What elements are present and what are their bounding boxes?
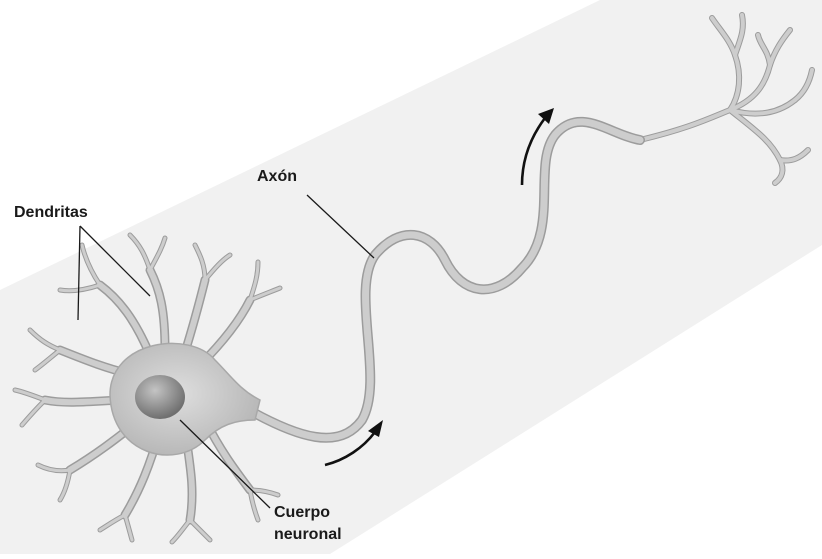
label-axon: Axón <box>257 167 297 187</box>
label-cuerpo-neuronal-line1: Cuerpo <box>274 503 330 523</box>
label-dendritas: Dendritas <box>14 203 88 223</box>
nucleus <box>135 375 185 419</box>
label-cuerpo-neuronal-line2: neuronal <box>274 525 342 545</box>
